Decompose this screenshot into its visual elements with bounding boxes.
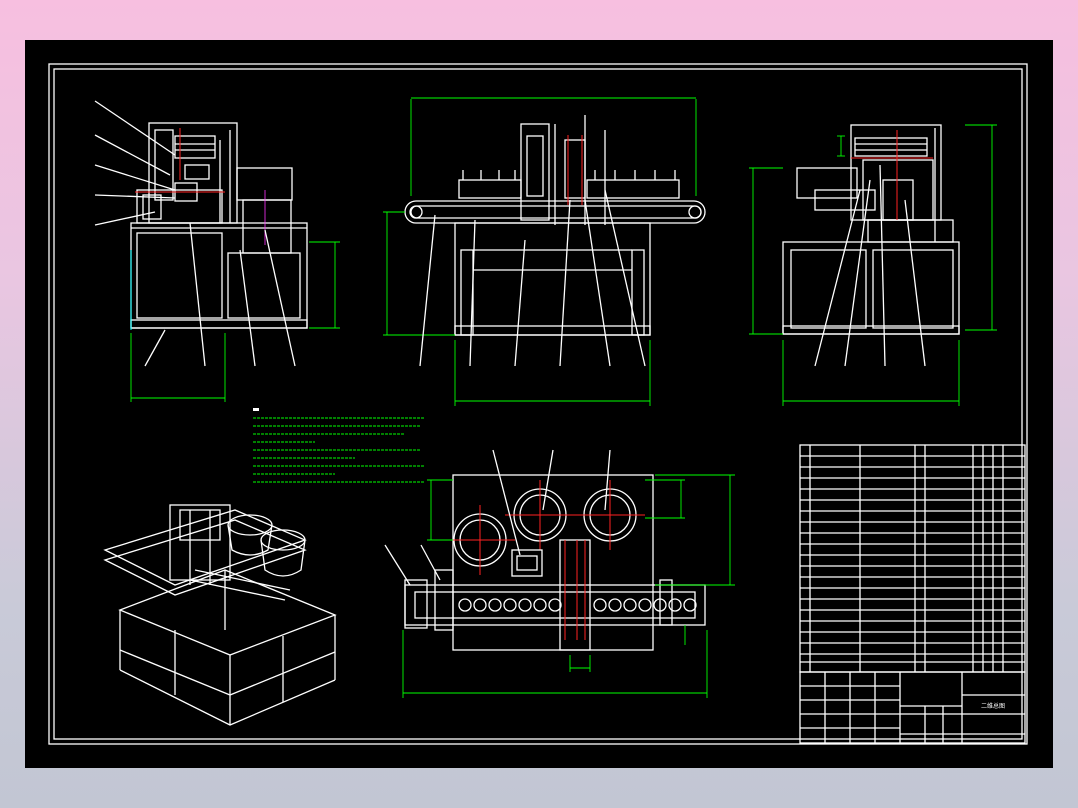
inner-frame — [53, 68, 1023, 740]
title-block: 二维总图 — [799, 671, 1026, 744]
top-view-dimensions — [384, 449, 735, 698]
front-view-center-dimensions — [383, 97, 697, 406]
top-view — [404, 474, 706, 651]
parts-list — [799, 444, 1026, 673]
outer-frame — [48, 63, 1028, 745]
technical-notes — [253, 408, 425, 483]
isometric-machine-icon — [103, 504, 337, 726]
side-view-left — [130, 122, 308, 330]
drawing-sheet: 二维总图 — [25, 40, 1053, 768]
drawing-name: 二维总图 — [981, 702, 1005, 710]
side-view-right — [782, 124, 960, 335]
cad-drawing: 二维总图 — [48, 63, 1028, 745]
side-view-right-dimensions — [749, 124, 997, 406]
front-view-center — [404, 115, 706, 336]
side-view-left-dimensions — [94, 100, 340, 402]
